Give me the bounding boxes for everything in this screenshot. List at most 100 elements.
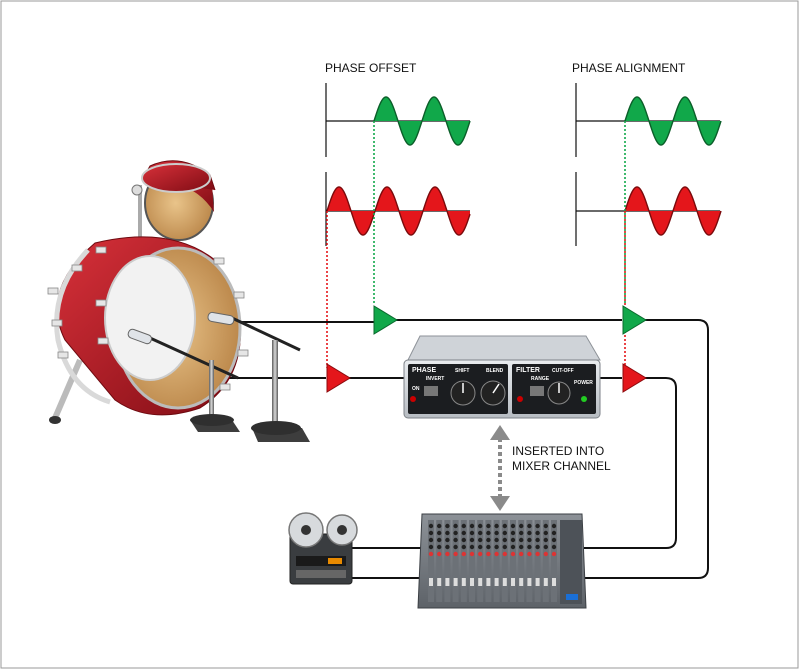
mixer-knob[interactable] <box>461 551 466 557</box>
mixer-knob[interactable] <box>510 537 516 543</box>
mixer-knob[interactable] <box>478 544 483 550</box>
mixer-knob[interactable] <box>486 551 491 557</box>
mixer-knob[interactable] <box>502 537 507 543</box>
mixer-knob[interactable] <box>519 523 524 529</box>
mixer-knob[interactable] <box>428 537 434 543</box>
mixer-knob[interactable] <box>551 523 557 529</box>
mixer-channel-strips <box>428 520 557 602</box>
mixer-knob[interactable] <box>445 551 450 557</box>
mixer-knob[interactable] <box>478 551 483 557</box>
mixer-knob[interactable] <box>445 523 450 529</box>
mixer-knob[interactable] <box>461 530 466 536</box>
mixer-knob[interactable] <box>494 530 499 536</box>
mixer-knob[interactable] <box>486 544 491 550</box>
mixer-knob[interactable] <box>519 537 524 543</box>
mixer-knob[interactable] <box>535 544 540 550</box>
mixer-knob[interactable] <box>428 551 434 557</box>
mixer-knob[interactable] <box>469 530 475 536</box>
mixer-fader[interactable] <box>494 578 499 586</box>
mixer-knob[interactable] <box>453 551 458 557</box>
mixer-knob[interactable] <box>453 523 458 529</box>
mixer-fader[interactable] <box>502 578 507 586</box>
mixer-knob[interactable] <box>469 523 475 529</box>
mixer-knob[interactable] <box>543 551 548 557</box>
mixer-knob[interactable] <box>478 537 483 543</box>
mixer-knob[interactable] <box>494 537 499 543</box>
mixer-knob[interactable] <box>551 537 557 543</box>
mixer-knob[interactable] <box>494 551 499 557</box>
mixer-knob[interactable] <box>461 523 466 529</box>
mixer-knob[interactable] <box>437 544 442 550</box>
mixer-fader[interactable] <box>461 578 466 586</box>
mixer-knob[interactable] <box>478 523 483 529</box>
mixer-fader[interactable] <box>527 578 532 586</box>
mixer-knob[interactable] <box>461 544 466 550</box>
mixer-knob[interactable] <box>437 551 442 557</box>
mixer-knob[interactable] <box>469 537 475 543</box>
mixer-knob[interactable] <box>535 537 540 543</box>
mixer-knob[interactable] <box>445 530 450 536</box>
mixer-fader[interactable] <box>470 578 474 586</box>
mixer-knob[interactable] <box>510 523 516 529</box>
mixer-knob[interactable] <box>535 551 540 557</box>
mixer-knob[interactable] <box>527 523 532 529</box>
mixer-knob[interactable] <box>486 537 491 543</box>
mixer-knob[interactable] <box>543 544 548 550</box>
mixer-knob[interactable] <box>486 523 491 529</box>
mixer-knob[interactable] <box>486 530 491 536</box>
mixer-knob[interactable] <box>437 523 442 529</box>
mixer-knob[interactable] <box>543 523 548 529</box>
mixer-knob[interactable] <box>519 551 524 557</box>
mixer-knob[interactable] <box>502 530 507 536</box>
mixer-fader[interactable] <box>543 578 548 586</box>
mixer-knob[interactable] <box>527 551 532 557</box>
mixer-knob[interactable] <box>527 537 532 543</box>
mixer-fader[interactable] <box>486 578 491 586</box>
mixer-knob[interactable] <box>519 544 524 550</box>
mixer-knob[interactable] <box>453 537 458 543</box>
invert-switch[interactable] <box>424 386 438 396</box>
mixer-fader[interactable] <box>519 578 524 586</box>
mixer-knob[interactable] <box>445 544 450 550</box>
mixer-knob[interactable] <box>428 530 434 536</box>
mixer-knob[interactable] <box>502 523 507 529</box>
mixer-fader[interactable] <box>552 578 556 586</box>
mixer-knob[interactable] <box>461 537 466 543</box>
mixer-knob[interactable] <box>453 530 458 536</box>
mixer-knob[interactable] <box>428 544 434 550</box>
mixer-knob[interactable] <box>510 530 516 536</box>
mixer-fader[interactable] <box>511 578 515 586</box>
mixer-fader[interactable] <box>478 578 483 586</box>
mixer-knob[interactable] <box>535 530 540 536</box>
mixer-knob[interactable] <box>502 544 507 550</box>
mixer-knob[interactable] <box>469 544 475 550</box>
mixer-knob[interactable] <box>551 544 557 550</box>
mixer-knob[interactable] <box>478 530 483 536</box>
mixer-knob[interactable] <box>445 537 450 543</box>
mixer-knob[interactable] <box>510 544 516 550</box>
mixer-knob[interactable] <box>551 551 557 557</box>
mixer-knob[interactable] <box>428 523 434 529</box>
mixer-fader[interactable] <box>445 578 450 586</box>
mixer-knob[interactable] <box>551 530 557 536</box>
mixer-knob[interactable] <box>437 537 442 543</box>
mixer-knob[interactable] <box>543 530 548 536</box>
mixer-knob[interactable] <box>510 551 516 557</box>
mixer-fader[interactable] <box>437 578 442 586</box>
mixer-knob[interactable] <box>502 551 507 557</box>
mixer-knob[interactable] <box>527 530 532 536</box>
mixer-fader[interactable] <box>535 578 540 586</box>
mixer-channel-strip <box>551 520 557 602</box>
mixer-knob[interactable] <box>535 523 540 529</box>
mixer-knob[interactable] <box>519 530 524 536</box>
mixer-knob[interactable] <box>453 544 458 550</box>
mixer-knob[interactable] <box>494 523 499 529</box>
mixer-fader[interactable] <box>429 578 433 586</box>
mixer-knob[interactable] <box>437 530 442 536</box>
range-switch[interactable] <box>530 386 544 396</box>
mixer-fader[interactable] <box>453 578 458 586</box>
mixer-knob[interactable] <box>494 544 499 550</box>
mixer-knob[interactable] <box>469 551 475 557</box>
mixer-knob[interactable] <box>527 544 532 550</box>
mixer-knob[interactable] <box>543 537 548 543</box>
